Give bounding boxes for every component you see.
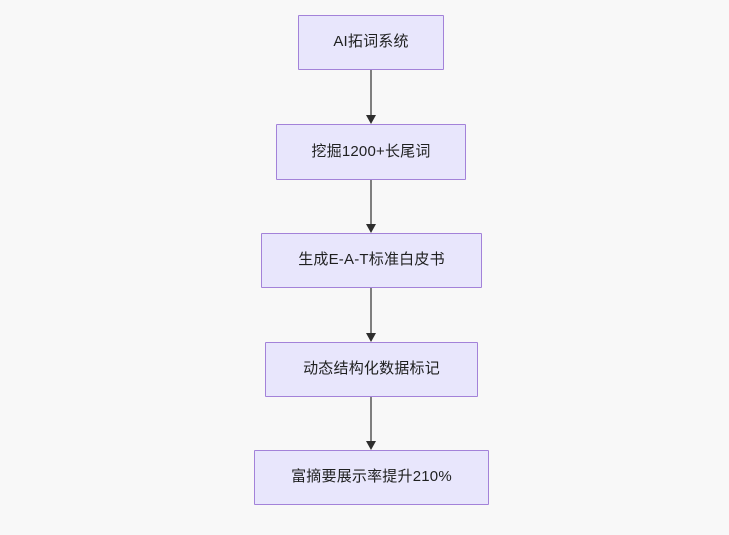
arrowhead-down-icon: [366, 441, 376, 450]
flowchart-node-label: 富摘要展示率提升210%: [291, 468, 452, 486]
flowchart-node-label: 生成E-A-T标准白皮书: [298, 251, 445, 269]
arrowhead-down-icon: [366, 333, 376, 342]
flowchart-node-n3[interactable]: 生成E-A-T标准白皮书: [261, 233, 482, 288]
flowchart-edge-n3-n4: [361, 288, 381, 342]
flowchart-node-label: 动态结构化数据标记: [303, 360, 440, 378]
flowchart-node-n4[interactable]: 动态结构化数据标记: [265, 342, 478, 397]
flowchart-node-label: 挖掘1200+长尾词: [311, 142, 431, 160]
arrowhead-down-icon: [366, 115, 376, 124]
arrowhead-down-icon: [366, 224, 376, 233]
flowchart-edge-n4-n5: [361, 397, 381, 450]
flowchart-edge-n1-n2: [361, 70, 381, 124]
flowchart-node-label: AI拓词系统: [333, 33, 409, 51]
flowchart-node-n1[interactable]: AI拓词系统: [298, 15, 444, 70]
flowchart-node-n2[interactable]: 挖掘1200+长尾词: [276, 124, 466, 180]
flowchart-edge-n2-n3: [361, 180, 381, 233]
flowchart-node-n5[interactable]: 富摘要展示率提升210%: [254, 450, 489, 505]
